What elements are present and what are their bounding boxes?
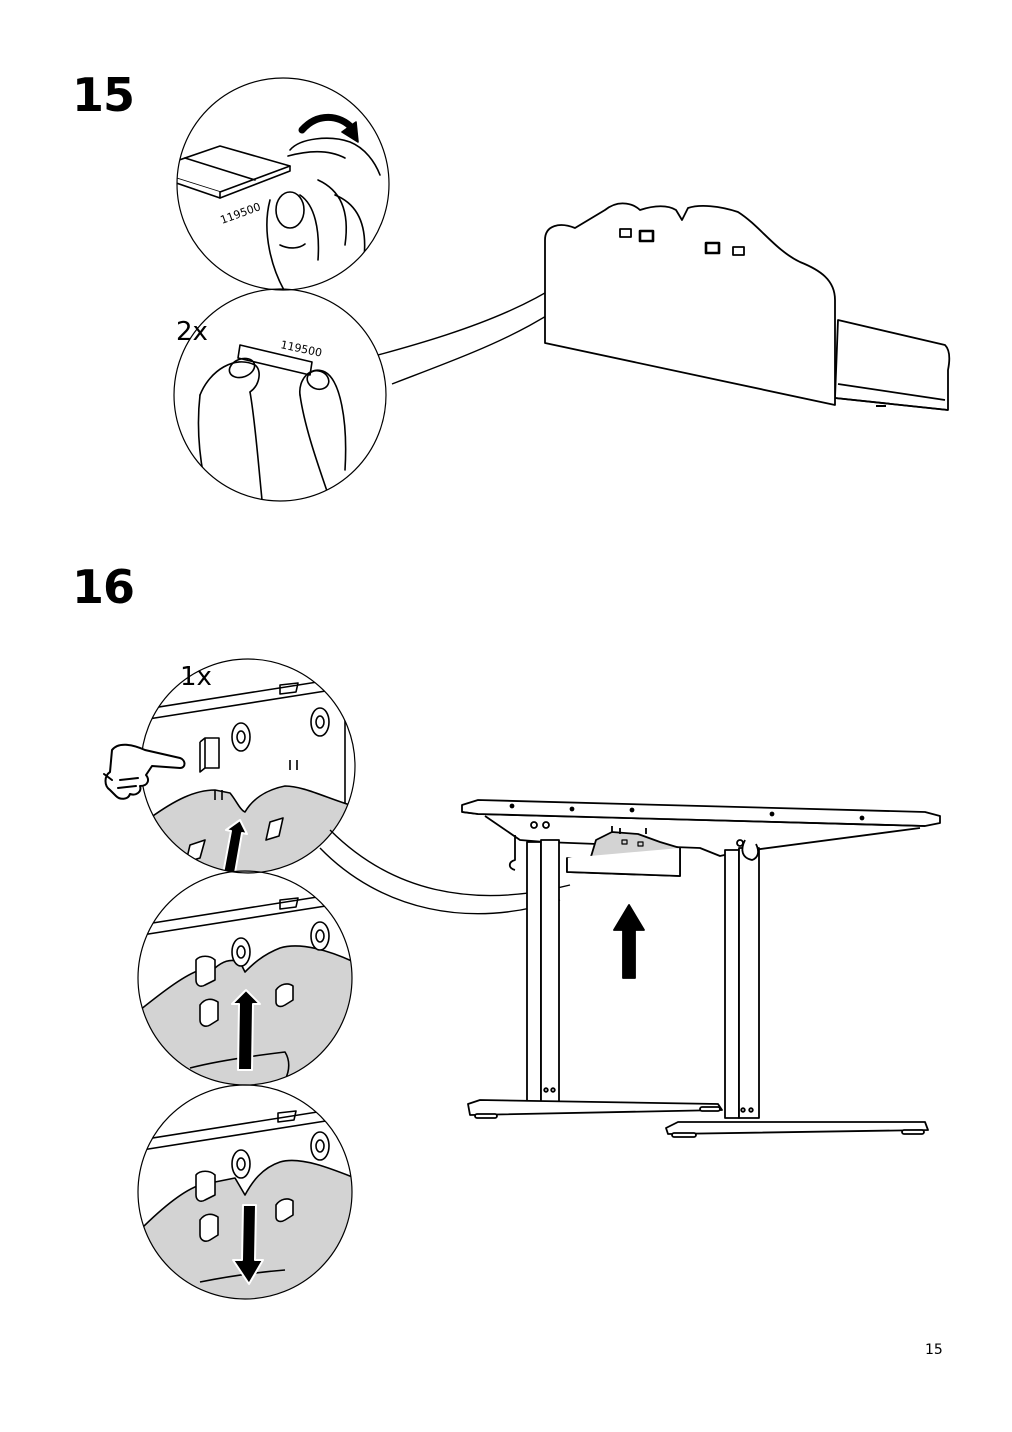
step16-detail-3 bbox=[137, 1084, 353, 1300]
page-number: 15 bbox=[925, 1342, 943, 1358]
step15-pads-detail bbox=[176, 77, 390, 291]
part-number-top: 119500 bbox=[219, 200, 263, 227]
step16-detail-2 bbox=[137, 870, 353, 1086]
step16-detail-1 bbox=[140, 658, 356, 874]
step-number-16: 16 bbox=[72, 560, 135, 614]
quantity-label-step15: 2x bbox=[176, 317, 208, 347]
cable-tray bbox=[544, 202, 951, 411]
desk-frame bbox=[461, 799, 941, 1138]
step15-pad-peel-detail bbox=[173, 288, 387, 502]
quantity-label-step16: 1x bbox=[180, 662, 212, 692]
pointing-hand-icon bbox=[103, 743, 186, 800]
step-number-15: 15 bbox=[72, 68, 135, 122]
